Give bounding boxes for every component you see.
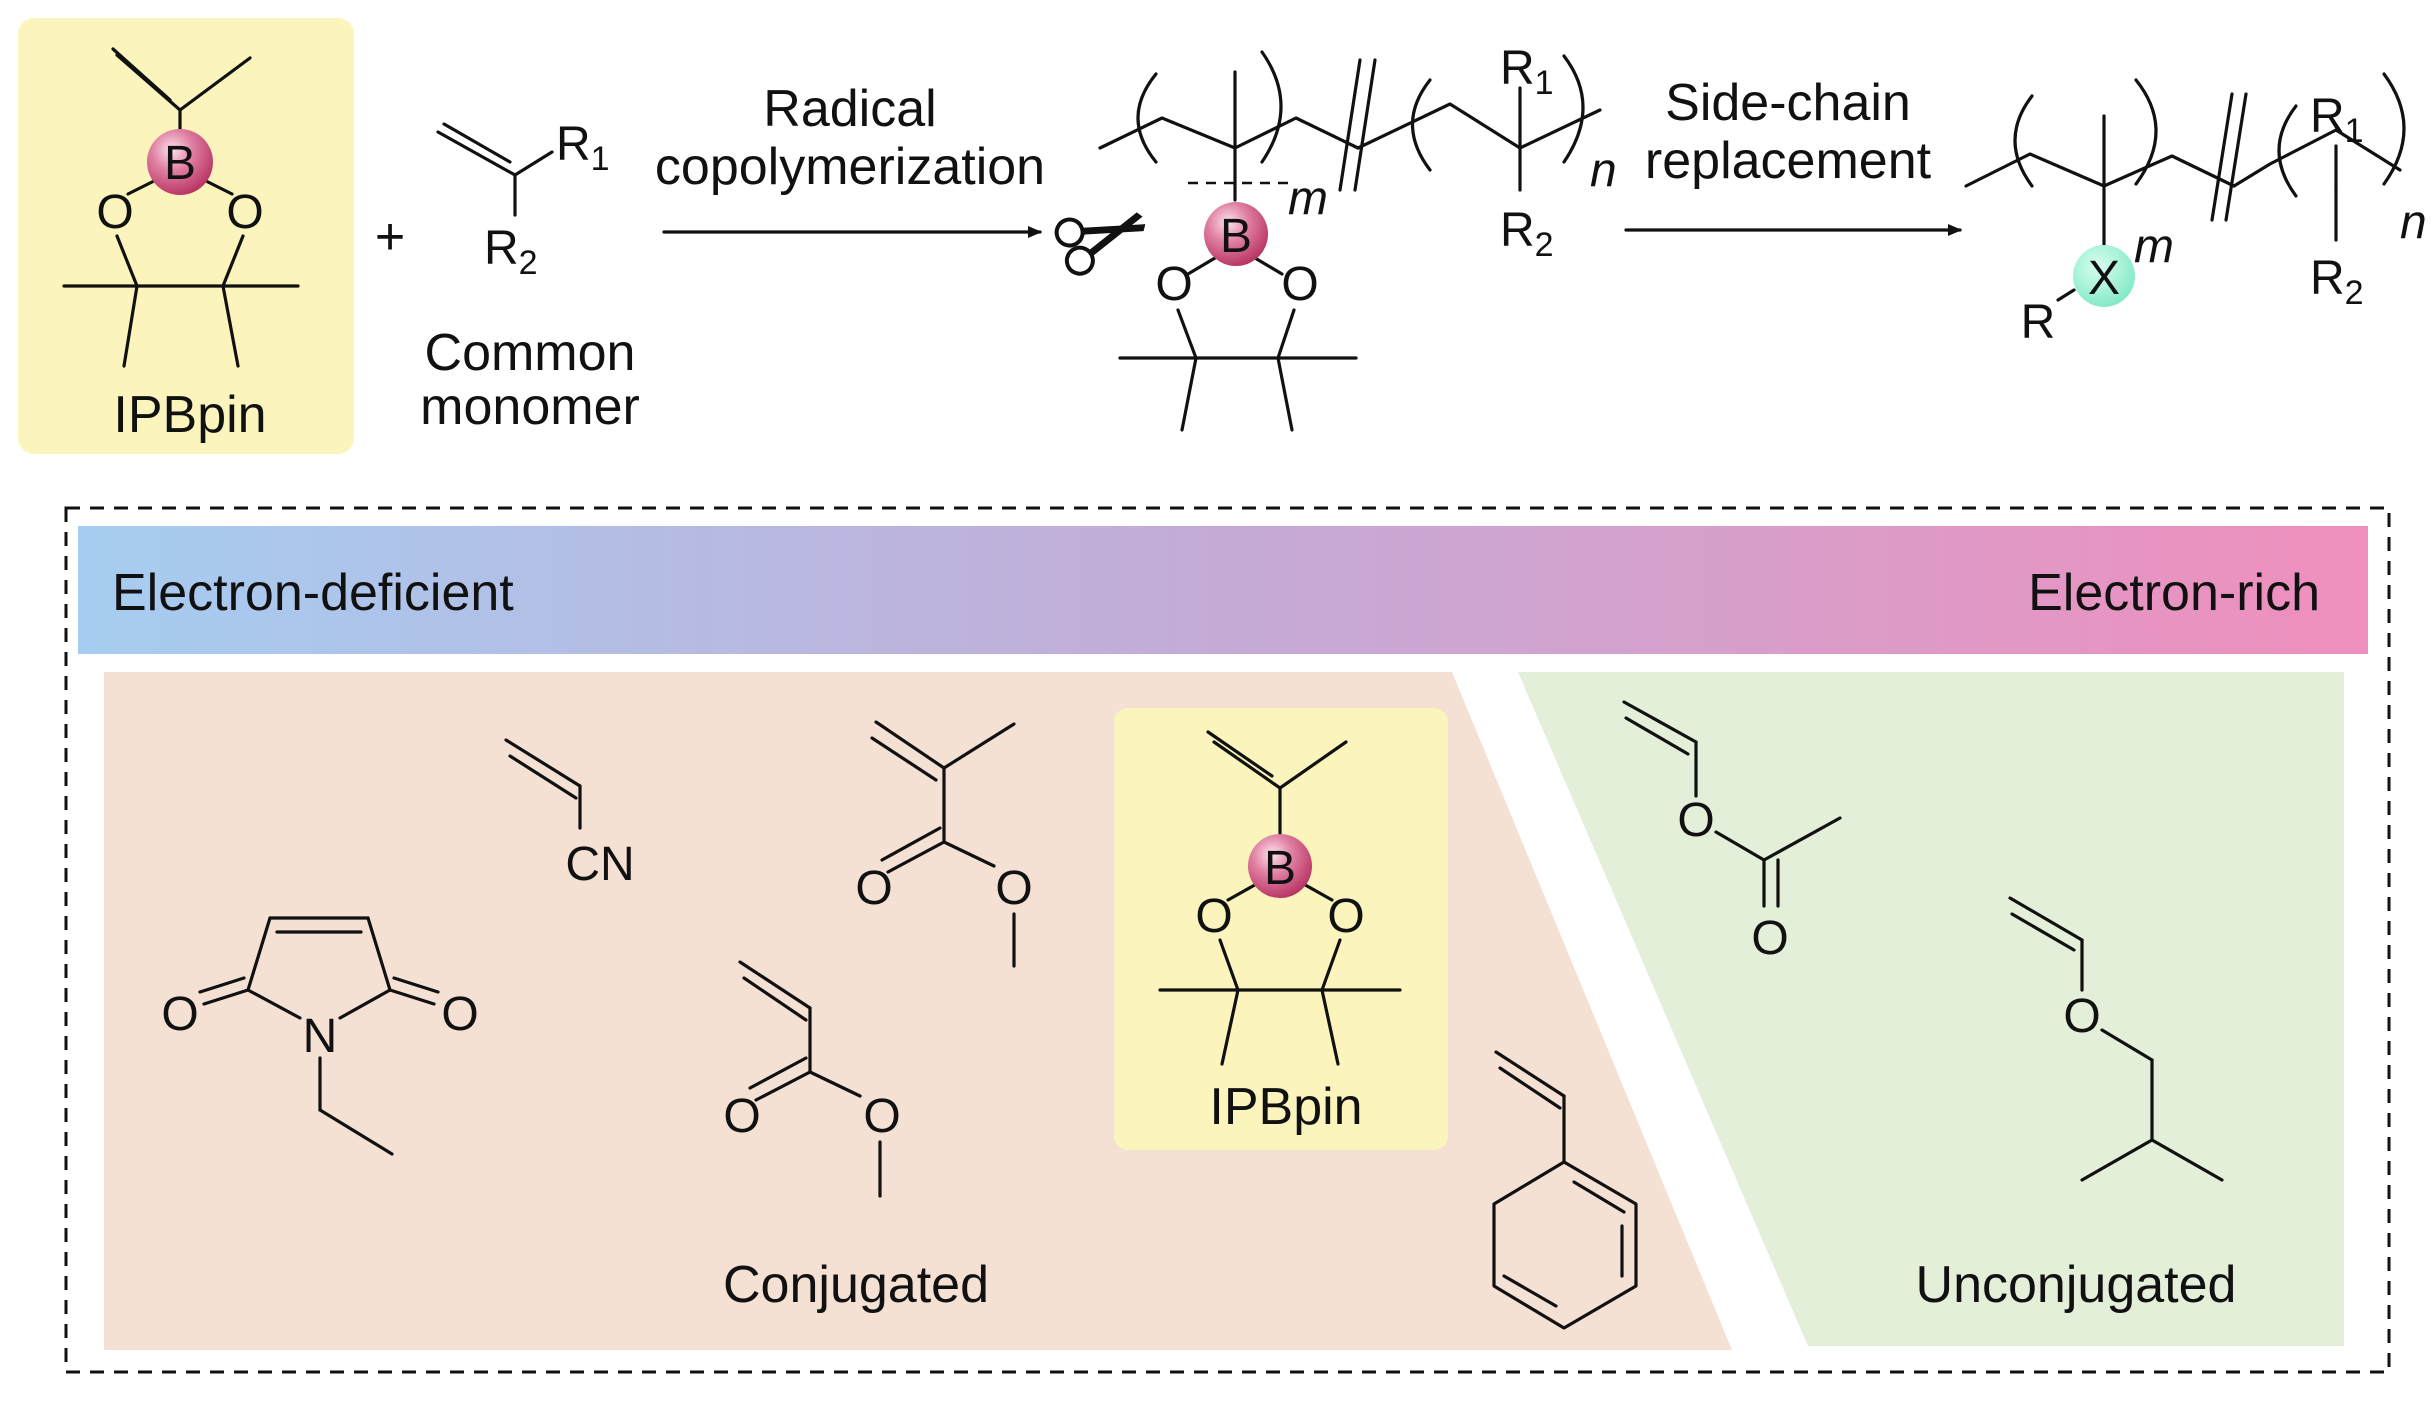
ipbpin-structure-top: B O O (62, 47, 300, 368)
ipbpin-label: IPBpin (1209, 1078, 1362, 1136)
x-sphere (2073, 245, 2135, 307)
r1-group: R1 (556, 118, 610, 178)
repeat-index-m: m (2134, 220, 2174, 273)
atom-boron: B (164, 137, 196, 190)
atom-boron: B (1220, 210, 1252, 263)
methyl-acrylate-structure: O O (723, 960, 901, 1198)
arrow2-label-line1: Side-chain (1665, 74, 1911, 132)
atom-x: X (2088, 252, 2120, 305)
electron-rich-label: Electron-rich (2028, 564, 2320, 622)
r1-group: R1 (1500, 42, 1554, 102)
atom-oxygen: O (96, 186, 133, 239)
atom-oxygen: O (723, 1090, 760, 1143)
unconjugated-label: Unconjugated (1916, 1256, 2237, 1314)
atom-oxygen: O (1281, 258, 1318, 311)
repeat-index-m: m (1288, 172, 1328, 225)
atom-boron: B (1264, 842, 1296, 895)
scissors-icon (1054, 212, 1146, 276)
unconjugated-region (1518, 672, 2344, 1346)
atom-oxygen: O (1155, 258, 1192, 311)
atom-oxygen: O (441, 988, 478, 1041)
copolymer-boron-structure: B O O m n R1 R2 (1098, 42, 1617, 432)
r2-group: R2 (1500, 204, 1554, 264)
atom-oxygen: O (226, 186, 263, 239)
atom-oxygen: O (855, 862, 892, 915)
atom-oxygen: O (1327, 890, 1364, 943)
electron-gradient-bar (78, 526, 2368, 654)
atom-oxygen: O (863, 1090, 900, 1143)
common-monomer-structure: R1 R2 (436, 118, 610, 282)
vinyl-acetate-structure: O O (1622, 700, 1842, 965)
r1-group: R1 (2310, 90, 2364, 150)
arrow1-label-line1: Radical (763, 80, 936, 138)
ipbpin-highlight-box (18, 18, 354, 454)
monomer-scope-dashed-frame (64, 506, 2391, 1374)
common-monomer-label-line1: Common (425, 324, 636, 382)
substituent-r: R (2021, 296, 2056, 349)
ipbpin-highlight-box (1114, 708, 1448, 1150)
atom-oxygen: O (2063, 990, 2100, 1043)
boron-sphere (1204, 202, 1268, 266)
arrow1-label-line2: copolymerization (655, 138, 1045, 196)
atom-oxygen: O (1195, 890, 1232, 943)
repeat-index-n: n (2400, 196, 2427, 249)
methyl-methacrylate-structure: O O (855, 720, 1033, 968)
arrow2-label-line2: replacement (1645, 132, 1932, 190)
copolymer-functionalized-structure: X R m n R1 R2 (1964, 72, 2427, 349)
nitrile-group: CN (565, 838, 634, 891)
boron-sphere (1248, 834, 1312, 898)
atom-oxygen: O (995, 862, 1032, 915)
repeat-index-n: n (1590, 144, 1617, 197)
boron-sphere (147, 129, 213, 195)
styrene-structure (1492, 1050, 1638, 1330)
ipbpin-structure-bottom: B O O (1158, 730, 1402, 1066)
acrylonitrile-structure: CN (504, 738, 635, 891)
plus-sign: + (375, 208, 405, 266)
atom-nitrogen: N (303, 1010, 338, 1063)
atom-oxygen: O (161, 988, 198, 1041)
isobutyl-vinyl-ether-structure: O (2008, 896, 2224, 1182)
common-monomer-label-line2: monomer (420, 378, 640, 436)
electron-deficient-label: Electron-deficient (112, 564, 514, 622)
ipbpin-label: IPBpin (113, 386, 266, 444)
n-ethylmaleimide-structure: O O N (161, 916, 479, 1156)
atom-oxygen: O (1677, 794, 1714, 847)
atom-oxygen: O (1751, 912, 1788, 965)
r2-group: R2 (2310, 252, 2364, 312)
r2-group: R2 (484, 222, 538, 282)
conjugated-region (104, 672, 1732, 1350)
conjugated-label: Conjugated (723, 1256, 989, 1314)
